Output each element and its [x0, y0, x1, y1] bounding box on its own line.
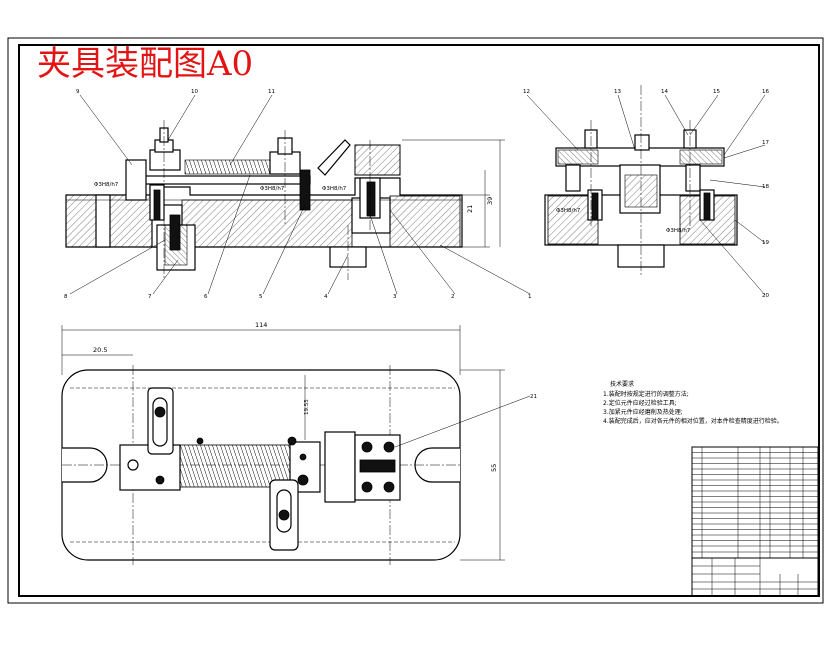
balloon-7: 7 [148, 294, 152, 300]
drawing-title: 夹具装配图A0 [37, 44, 253, 84]
outer-border [7, 37, 824, 604]
fit-label-5: Φ3H8/h7 [666, 228, 691, 234]
fit-label-1: Φ3H8/h7 [94, 182, 119, 188]
dim-20-5: 20.5 [93, 346, 107, 354]
technical-notes: 技术要求 1.装配时按规定进行的调整方法; 2.定位元件应经过检验工具; 3.加… [603, 380, 783, 425]
balloon-20: 20 [762, 293, 769, 299]
balloon-14: 14 [661, 89, 668, 95]
dim-39: 39 [486, 197, 494, 205]
balloon-9: 9 [76, 89, 80, 95]
balloon-10: 10 [191, 89, 198, 95]
balloon-4: 4 [324, 294, 328, 300]
fit-label-2: Φ3H8/h7 [260, 186, 285, 192]
balloon-11: 11 [268, 89, 275, 95]
balloon-13: 13 [614, 89, 621, 95]
balloon-17: 17 [762, 140, 769, 146]
notes-line-2: 2.定位元件应经过检验工具; [603, 399, 677, 407]
balloon-3: 3 [393, 294, 397, 300]
fit-label-4: Φ3H8/h7 [556, 208, 581, 214]
notes-line-1: 1.装配时按规定进行的调整方法; [603, 390, 689, 398]
notes-heading: 技术要求 [610, 380, 634, 388]
balloon-1: 1 [528, 294, 532, 300]
dim-114: 114 [255, 321, 267, 329]
balloon-16: 16 [762, 89, 769, 95]
balloon-15: 15 [713, 89, 720, 95]
balloon-6: 6 [204, 294, 208, 300]
balloon-8: 8 [64, 294, 68, 300]
fit-label-3: Φ3H8/h7 [322, 186, 347, 192]
balloon-21: 21 [530, 394, 537, 400]
balloon-12: 12 [523, 89, 530, 95]
balloon-18: 18 [762, 184, 769, 190]
side-view: Φ3H8/h7 Φ3H8/h7 12 13 14 15 16 17 18 19 … [523, 85, 769, 299]
balloon-19: 19 [762, 240, 769, 246]
balloon-2: 2 [451, 294, 455, 300]
title-block [691, 557, 819, 597]
dim-21: 21 [466, 205, 474, 213]
notes-line-4: 4.装配完成后，应对各元件的相对位置，对本件检查精度进行检验。 [603, 417, 783, 425]
dim-55: 55 [490, 464, 498, 472]
top-view: 114 20.5 55 19.55 21 [61, 321, 537, 565]
front-view: Φ3H8/h7 Φ3H8/h7 Φ3H8/h7 21 39 9 10 11 8 … [64, 89, 532, 300]
balloon-5: 5 [259, 294, 263, 300]
inner-border [18, 44, 820, 597]
parts-list-table [691, 446, 819, 559]
dim-19-55: 19.55 [304, 399, 310, 415]
notes-line-3: 3.加紧元件应经磨削及热处理; [603, 408, 683, 416]
